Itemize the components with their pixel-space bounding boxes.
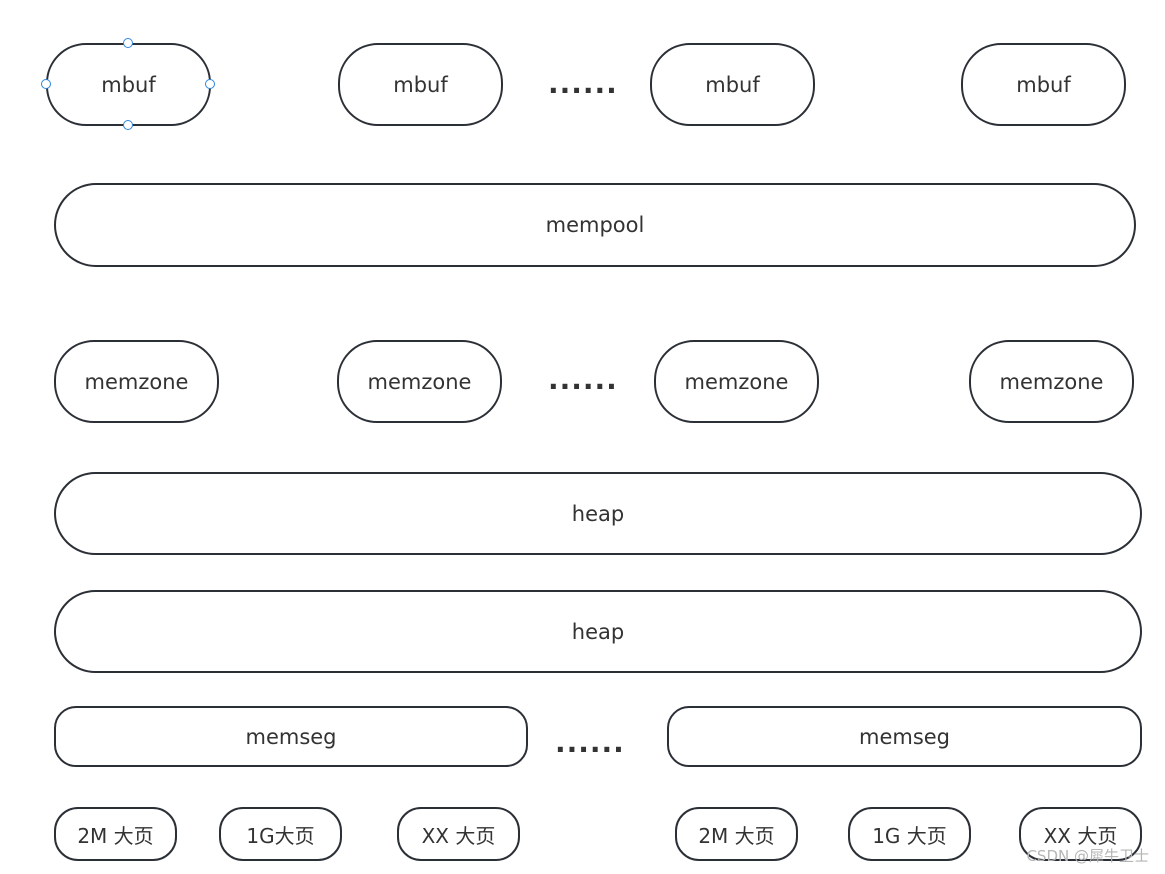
memzone-node-4[interactable]: memzone	[969, 340, 1134, 423]
heap-node-1[interactable]: heap	[54, 472, 1142, 555]
mbuf-node-4[interactable]: mbuf	[961, 43, 1126, 126]
memseg-label: memseg	[245, 724, 337, 749]
mempool-label: mempool	[545, 213, 645, 237]
memseg-label: memseg	[858, 724, 951, 749]
mbuf-label: mbuf	[101, 72, 156, 97]
memzone-ellipsis: ......	[548, 363, 618, 396]
memseg-ellipsis: ......	[555, 726, 625, 759]
memzone-node-3[interactable]: memzone	[654, 340, 819, 423]
hugepage-label: 1G 大页	[872, 823, 947, 848]
hugepage-label: XX 大页	[421, 823, 496, 848]
memseg-node-1[interactable]: memseg	[54, 706, 528, 767]
mbuf-label: mbuf	[705, 72, 760, 97]
watermark-text: CSDN @犀牛卫士	[1026, 847, 1149, 865]
selection-handle-left[interactable]	[41, 79, 51, 89]
selection-handle-bottom[interactable]	[123, 120, 133, 130]
memzone-label: memzone	[367, 369, 472, 394]
hugepage-label: 2M 大页	[698, 823, 775, 848]
memseg-node-2[interactable]: memseg	[667, 706, 1142, 767]
hugepage-label: XX 大页	[1043, 823, 1118, 848]
hugepage-node-5[interactable]: 1G 大页	[848, 807, 971, 861]
selection-handle-right[interactable]	[205, 79, 215, 89]
memzone-node-2[interactable]: memzone	[337, 340, 502, 423]
selection-handle-top[interactable]	[123, 38, 133, 48]
memzone-label: memzone	[84, 369, 189, 394]
mbuf-node-2[interactable]: mbuf	[338, 43, 503, 126]
hugepage-label: 2M 大页	[77, 823, 154, 848]
mempool-node[interactable]: mempool	[54, 183, 1136, 267]
heap-node-2[interactable]: heap	[54, 590, 1142, 673]
memzone-label: memzone	[999, 369, 1104, 394]
hugepage-node-2[interactable]: 1G大页	[219, 807, 342, 861]
heap-label: heap	[571, 619, 625, 644]
hugepage-node-1[interactable]: 2M 大页	[54, 807, 177, 861]
mbuf-ellipsis: ......	[548, 67, 618, 100]
mbuf-node-1[interactable]: mbuf	[46, 43, 211, 126]
hugepage-node-3[interactable]: XX 大页	[397, 807, 520, 861]
hugepage-node-6[interactable]: XX 大页	[1019, 807, 1142, 861]
mbuf-node-3[interactable]: mbuf	[650, 43, 815, 126]
mbuf-label: mbuf	[393, 72, 448, 97]
hugepage-label: 1G大页	[246, 823, 315, 848]
heap-label: heap	[571, 501, 625, 526]
hugepage-node-4[interactable]: 2M 大页	[675, 807, 798, 861]
memzone-label: memzone	[684, 369, 789, 394]
memzone-node-1[interactable]: memzone	[54, 340, 219, 423]
mbuf-label: mbuf	[1016, 72, 1071, 97]
